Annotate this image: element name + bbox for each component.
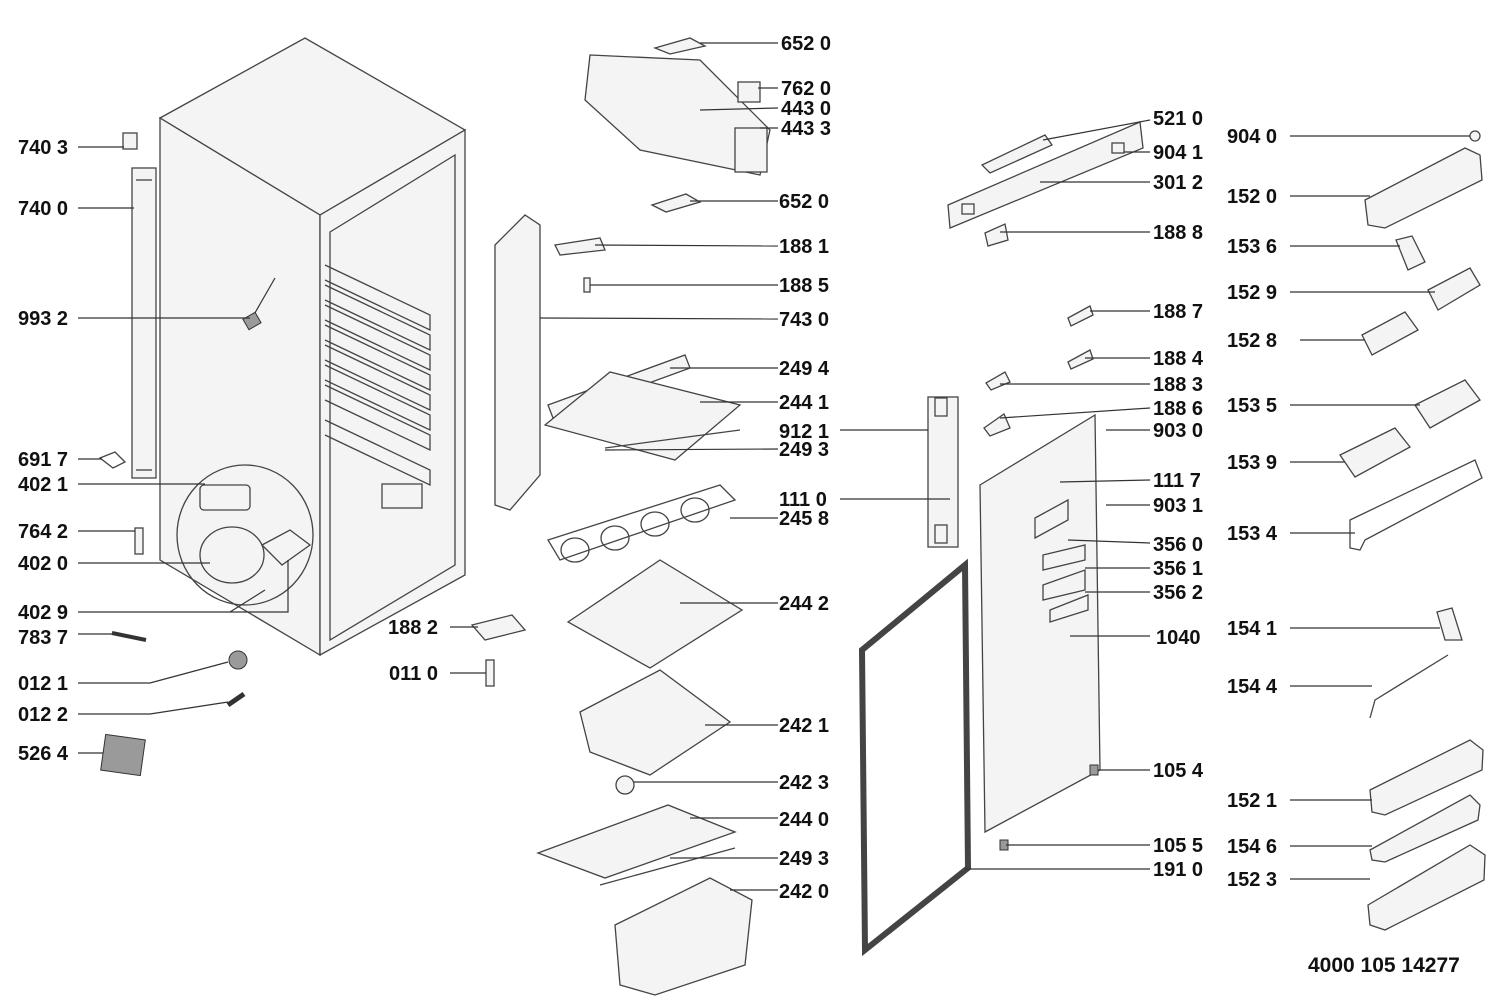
part-label: 153 4 <box>1227 523 1278 545</box>
part-label: 912 1 <box>779 421 829 443</box>
part-label: 011 0 <box>389 663 438 685</box>
part-label: 154 1 <box>1227 618 1277 640</box>
part-label: 105 4 <box>1153 760 1204 782</box>
part-label: 244 2 <box>779 593 829 615</box>
part-label: 188 3 <box>1153 374 1203 396</box>
part-label: 188 6 <box>1153 398 1203 420</box>
part-label: 301 2 <box>1153 172 1203 194</box>
leader-lines <box>78 42 1470 891</box>
part-label: 242 1 <box>779 715 829 737</box>
part-label: 188 8 <box>1153 222 1203 244</box>
part-label: 652 0 <box>779 191 829 213</box>
door-bins-drawing <box>1339 130 1486 931</box>
part-label: 762 0 <box>781 78 831 100</box>
part-label: 743 0 <box>779 309 829 331</box>
part-label: 764 2 <box>18 521 68 543</box>
part-label: 691 7 <box>18 449 68 471</box>
part-label: 188 2 <box>388 617 438 639</box>
part-label: 245 8 <box>779 508 829 530</box>
part-label: 443 0 <box>781 98 831 120</box>
part-label: 012 2 <box>18 704 68 726</box>
part-label: 402 0 <box>18 553 68 575</box>
part-label: 105 5 <box>1153 835 1203 857</box>
part-label: 402 9 <box>18 602 68 624</box>
part-label: 521 0 <box>1153 108 1203 130</box>
middle-parts-drawing <box>470 37 771 996</box>
part-label: 249 4 <box>779 358 830 380</box>
part-label: 356 2 <box>1153 582 1203 604</box>
part-label: 242 0 <box>779 881 829 903</box>
part-label: 153 6 <box>1227 236 1277 258</box>
part-label: 904 0 <box>1227 126 1277 148</box>
part-label: 652 0 <box>781 33 831 55</box>
part-label: 153 9 <box>1227 452 1277 474</box>
part-label: 153 5 <box>1227 395 1277 417</box>
part-label: 740 3 <box>18 137 68 159</box>
part-label: 244 0 <box>779 809 829 831</box>
part-label: 152 0 <box>1227 186 1277 208</box>
part-label: 244 1 <box>779 392 829 414</box>
part-label: 526 4 <box>18 743 69 765</box>
part-label: 154 6 <box>1227 836 1277 858</box>
part-label: 188 5 <box>779 275 829 297</box>
part-label: 152 3 <box>1227 869 1277 891</box>
part-label: 249 3 <box>779 439 829 461</box>
part-label: 993 2 <box>18 308 68 330</box>
part-label: 903 1 <box>1153 495 1203 517</box>
part-label: 903 0 <box>1153 420 1203 442</box>
part-label: 012 1 <box>18 673 68 695</box>
part-label: 402 1 <box>18 474 68 496</box>
part-label: 783 7 <box>18 627 68 649</box>
part-label: 249 3 <box>779 848 829 870</box>
part-label: 188 7 <box>1153 301 1203 323</box>
part-label: 111 0 <box>779 489 827 511</box>
cabinet-drawing <box>98 37 467 777</box>
part-label: 740 0 <box>18 198 68 220</box>
part-label: 1040 <box>1156 627 1201 649</box>
part-label: 904 1 <box>1153 142 1203 164</box>
document-number: 4000 105 14277 <box>1308 954 1460 977</box>
part-label: 356 1 <box>1153 558 1203 580</box>
part-label: 242 3 <box>779 772 829 794</box>
part-label: 188 4 <box>1153 348 1204 370</box>
door-drawing <box>858 121 1144 957</box>
part-label: 443 3 <box>781 118 831 140</box>
part-label: 152 9 <box>1227 282 1277 304</box>
part-label: 154 4 <box>1227 676 1278 698</box>
part-labels: 652 0 762 0 443 0 443 3 652 0 188 1 188 … <box>18 33 1460 977</box>
part-label: 152 1 <box>1227 790 1277 812</box>
part-label: 188 1 <box>779 236 829 258</box>
part-label: 111 7 <box>1153 470 1201 492</box>
part-label: 152 8 <box>1227 330 1277 352</box>
part-label: 356 0 <box>1153 534 1203 556</box>
part-label: 191 0 <box>1153 859 1203 881</box>
